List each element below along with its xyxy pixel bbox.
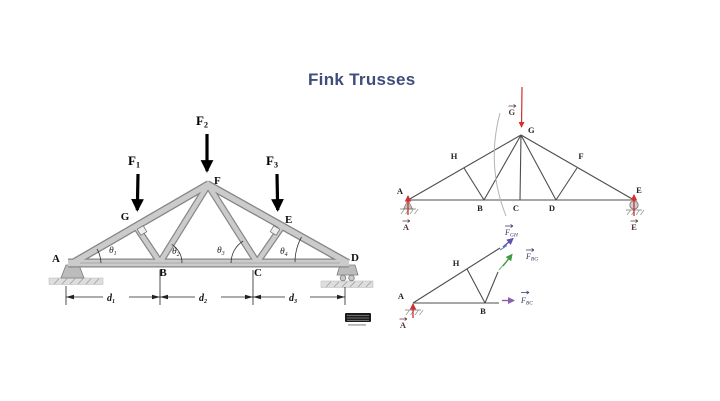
pin-support-A: A [400,195,419,232]
svg-text:A: A [403,222,410,232]
svg-text:FGH: FGH [504,228,519,239]
node-label-F: F [578,151,583,161]
node-label-H: H [453,258,460,268]
svg-text:F1: F1 [128,153,140,170]
pin-support-A: A [399,303,424,330]
node-label-A: A [52,253,60,265]
vector-hat [630,219,639,223]
node-label-C: C [513,203,519,213]
fink-truss-figure: F1 F2 F3 A B C D G F E θ1 θ2 θ3 θ4 [48,113,374,326]
slide-title: Fink Trusses [308,70,416,89]
svg-text:F2: F2 [196,113,208,130]
node-label-C: C [254,267,262,279]
svg-text:G: G [509,107,516,117]
section-cut-curve [493,112,507,217]
vector-hat [526,248,535,252]
pin-support-A [48,264,104,285]
angle-label-4: θ4 [280,247,288,258]
node-label-B: B [480,306,486,316]
publisher-logo [345,313,371,326]
fbd-members [407,134,635,201]
node-label-G: G [121,211,130,223]
right-angle-mark-G [136,225,148,236]
svg-text:FBC: FBC [520,296,533,307]
node-label-H: H [451,151,458,161]
truss-members [68,180,350,268]
node-label-D: D [351,252,359,264]
section-members [412,247,501,304]
node-label-A: A [397,186,404,196]
applied-load-G: G [508,86,525,128]
angle-marks [96,236,302,264]
roller-support-D [320,264,374,288]
svg-text:F3: F3 [266,153,278,170]
vector-hat [508,104,517,108]
node-label-B: B [159,267,167,279]
angle-label-2: θ2 [172,247,180,258]
vector-hat [505,224,514,228]
right-angle-mark-E [269,225,281,236]
svg-text:E: E [631,222,637,232]
dim-label-3: d3 [289,293,297,305]
vector-hat [402,219,411,223]
node-label-E: E [636,185,642,195]
angle-label-3: θ3 [217,246,225,257]
node-label-D: D [549,203,555,213]
member-force-BC: FBC [502,290,533,307]
vector-hat [399,317,408,321]
force-F3: F3 [266,153,284,212]
roller-support-E: E [626,194,645,232]
angle-label-1: θ1 [109,246,117,257]
force-F1: F1 [128,153,144,212]
force-F2: F2 [196,113,214,173]
node-label-G: G [528,125,535,135]
dimension-arrowheads [66,294,345,300]
node-label-E: E [285,214,292,226]
node-label-A: A [398,291,405,301]
fbd-full-figure: G A E A B C D E G H F [397,86,645,232]
fbd-section-figure: FGH FBG FBC A A B H [398,224,538,330]
svg-text:FBG: FBG [525,252,538,263]
member-force-GH: FGH [499,224,519,251]
member-force-BG: FBG [498,248,538,271]
dim-label-2: d2 [199,293,207,305]
dim-label-1: d1 [107,293,115,305]
vector-hat [521,290,530,295]
svg-text:A: A [400,320,407,330]
node-label-F: F [214,175,221,187]
node-label-B: B [477,203,483,213]
